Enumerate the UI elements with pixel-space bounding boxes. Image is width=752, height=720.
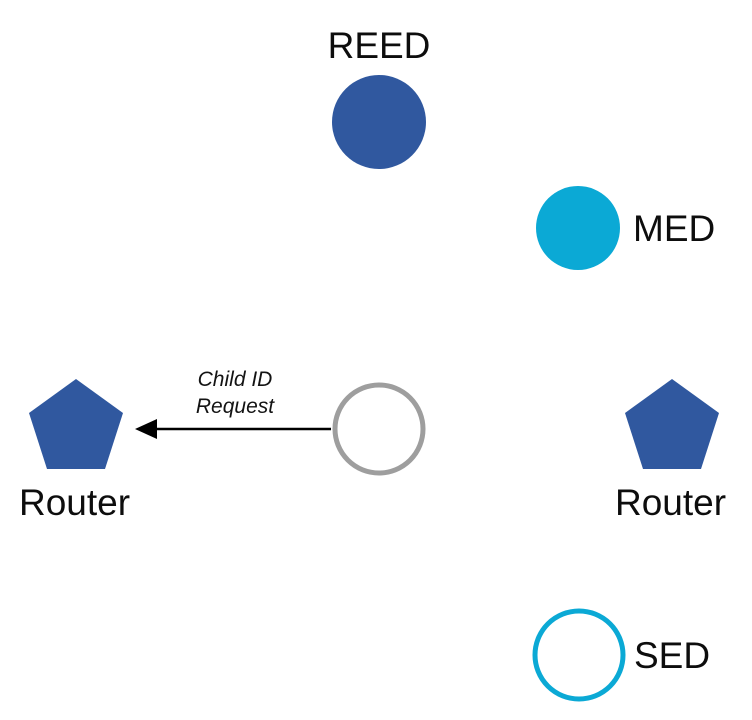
node-sed-label: SED: [634, 635, 710, 676]
node-med-label: MED: [633, 208, 715, 249]
joiner-circle-outline-icon: [332, 382, 426, 476]
node-reed[interactable]: REED: [328, 25, 431, 169]
node-med[interactable]: MED: [536, 186, 715, 270]
sed-circle-outline-icon: [532, 608, 626, 702]
edge-label-line-2: Request: [196, 395, 275, 418]
router-left-pentagon-icon: [29, 379, 123, 469]
node-router-left-label: Router: [19, 482, 130, 523]
med-circle-icon: [536, 186, 620, 270]
edge-child-id-request[interactable]: Child ID Request: [135, 368, 331, 439]
node-sed[interactable]: SED: [532, 608, 710, 702]
node-router-left[interactable]: Router: [19, 379, 130, 523]
node-joiner[interactable]: [332, 382, 426, 476]
node-router-right-label: Router: [615, 482, 726, 523]
reed-circle-icon: [332, 75, 426, 169]
node-router-right[interactable]: Router: [615, 379, 726, 523]
node-reed-label: REED: [328, 25, 431, 66]
child-id-request-arrow-head-icon: [135, 419, 157, 439]
edge-label-line-1: Child ID: [198, 368, 273, 391]
router-right-pentagon-icon: [625, 379, 719, 469]
